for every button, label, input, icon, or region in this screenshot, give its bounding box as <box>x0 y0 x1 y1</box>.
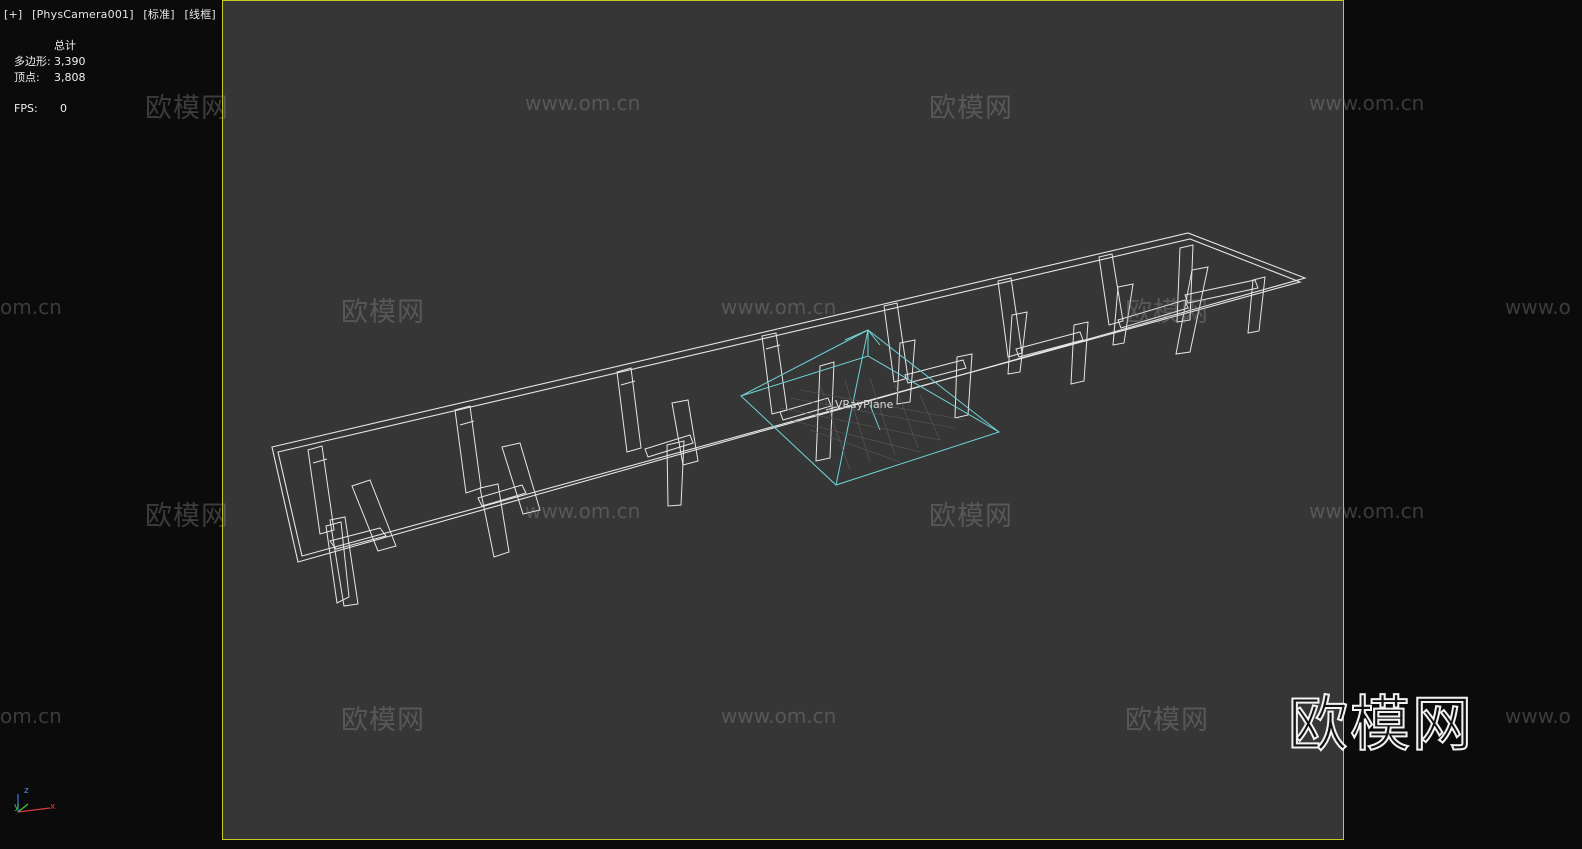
axis-gizmo-icon: x y z <box>10 786 58 820</box>
stats-vertices-value: 3,808 <box>54 71 86 84</box>
stats-header: 总计 <box>54 39 76 52</box>
viewport-label-menu: [+] [PhysCamera001] [标准] [线框] <box>4 6 222 22</box>
viewport-camera-menu[interactable]: [PhysCamera001] <box>32 8 134 21</box>
axis-y-label: y <box>14 802 20 812</box>
vray-plane-label[interactable]: VRayPlane <box>835 398 894 411</box>
stats-fps-label: FPS: <box>14 102 38 115</box>
viewport-plus-menu[interactable]: [+] <box>4 8 23 21</box>
stats-polygons-value: 3,390 <box>54 55 86 68</box>
stats-vertices-label: 顶点: <box>14 71 40 84</box>
countertop-mesh[interactable] <box>271 232 1307 563</box>
axis-z-label: z <box>24 786 29 796</box>
watermark-url: om.cn <box>0 295 62 319</box>
viewport-display-menu[interactable]: [线框] <box>184 8 216 21</box>
watermark-logo: 欧模网 <box>145 501 229 532</box>
viewport-shading-menu[interactable]: [标准] <box>143 8 175 21</box>
axis-x-label: x <box>50 802 56 812</box>
stats-vertices: 顶点: 3,808 <box>14 70 86 86</box>
stats-fps-value: 0 <box>60 102 67 115</box>
watermark-url: www.o <box>1505 295 1571 319</box>
watermark-url: www.o <box>1505 704 1571 728</box>
stats-fps: FPS: 0 <box>14 101 86 117</box>
stats-polygons: 多边形:3,390 <box>14 54 86 70</box>
watermark-url: om.cn <box>0 704 62 728</box>
viewport-statistics: 总计 多边形:3,390 顶点: 3,808 FPS: 0 <box>14 38 86 117</box>
brand-logo: 欧模网 <box>1287 689 1474 761</box>
stats-polygons-label: 多边形: <box>14 55 51 68</box>
watermark-logo: 欧模网 <box>145 93 229 124</box>
